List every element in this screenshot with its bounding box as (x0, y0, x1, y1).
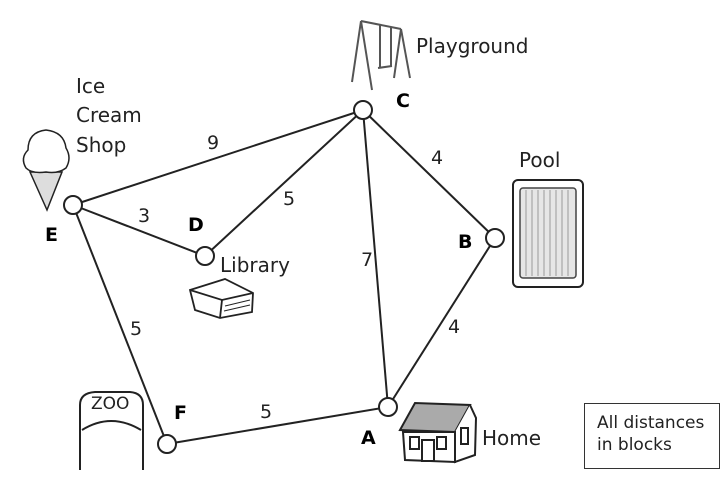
label-pool: Pool (519, 148, 561, 172)
weight-e-d: 3 (138, 205, 151, 227)
node-label-e: E (45, 224, 58, 246)
weight-c-a: 7 (361, 249, 374, 271)
edge-f-a (166, 406, 389, 445)
weight-c-b: 4 (431, 147, 444, 169)
node-f (157, 434, 177, 454)
label-home: Home (482, 426, 542, 450)
node-c (353, 100, 373, 120)
legend-box: All distances in blocks (584, 403, 720, 469)
weight-d-c: 5 (283, 188, 296, 210)
node-label-c: C (396, 90, 410, 112)
edge-b-a (387, 237, 496, 408)
edge-e-c (72, 109, 364, 206)
edge-e-f (72, 204, 168, 445)
legend-line1: All distances (597, 413, 705, 433)
swing-set-icon (351, 20, 411, 91)
label-zoo-sign: ZOO (91, 394, 130, 414)
pool-icon (512, 179, 584, 288)
label-ice-cream-line2: Cream (76, 103, 142, 127)
legend-line2: in blocks (597, 435, 672, 456)
label-ice-cream-line1: Ice (76, 74, 106, 98)
weight-b-a: 4 (448, 316, 461, 338)
edge-e-d (72, 204, 206, 257)
weight-f-a: 5 (260, 401, 273, 423)
book-icon (188, 278, 254, 319)
edge-d-c (204, 109, 364, 257)
zoo-gate-icon (79, 391, 144, 470)
node-a (378, 397, 398, 417)
node-e (63, 195, 83, 215)
node-label-f: F (174, 402, 187, 424)
house-icon (398, 401, 478, 464)
label-library: Library (220, 253, 290, 277)
weight-e-f: 5 (130, 318, 143, 340)
edge-c-b (362, 109, 496, 239)
node-b (485, 228, 505, 248)
node-label-a: A (361, 427, 376, 449)
weight-e-c: 9 (207, 132, 220, 154)
label-ice-cream-line3: Shop (76, 133, 127, 157)
ice-cream-icon (22, 129, 70, 212)
node-label-b: B (458, 231, 473, 253)
label-playground: Playground (416, 34, 529, 58)
node-label-d: D (188, 214, 204, 236)
node-d (195, 246, 215, 266)
edge-c-a (362, 109, 389, 408)
